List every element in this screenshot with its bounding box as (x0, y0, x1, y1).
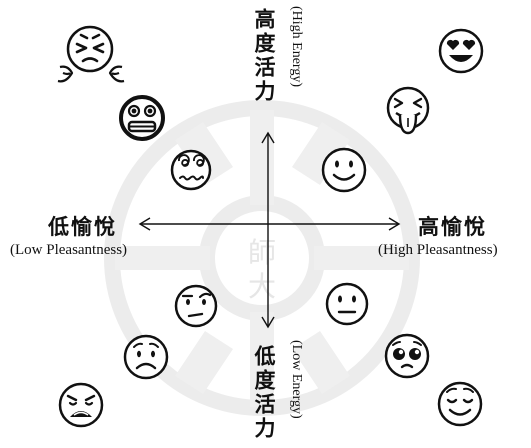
high-pleasantness-label-cn: 高愉悅 (418, 214, 487, 239)
watermark-char-top: 師 (248, 236, 276, 269)
tired-face-icon (58, 382, 104, 428)
smiling-face-icon (321, 147, 367, 193)
heart-eyes-face-icon (438, 28, 484, 74)
low-energy-label-en: (Low Energy) (289, 340, 304, 419)
squinting-tongue-face-icon (386, 86, 430, 135)
x-axis-left-arrow (138, 217, 151, 231)
low-pleasantness-label-cn: 低愉悅 (48, 214, 117, 239)
high-pleasantness-label-en: (High Pleasantness) (378, 242, 498, 258)
neutral-face-icon (325, 282, 369, 326)
frowning-face-icon (123, 334, 169, 380)
high-energy-label-en: (High Energy) (289, 6, 304, 87)
watermark-char-bottom: 大 (248, 270, 276, 303)
low-energy-label-cn: 低度活力 (252, 345, 277, 441)
y-axis-down-arrow (261, 316, 275, 329)
high-energy-label-cn: 高度活力 (252, 8, 277, 104)
dizzy-face-icon (170, 149, 212, 191)
grimacing-face-icon (119, 95, 165, 141)
y-axis-up-arrow (261, 131, 275, 144)
angry-steam-face-icon (57, 25, 125, 83)
relieved-face-icon (437, 381, 483, 427)
low-pleasantness-label-en: (Low Pleasantness) (10, 242, 128, 258)
skeptical-face-icon (174, 284, 218, 328)
x-axis-right-arrow (388, 217, 401, 231)
pleading-face-icon (384, 333, 430, 379)
